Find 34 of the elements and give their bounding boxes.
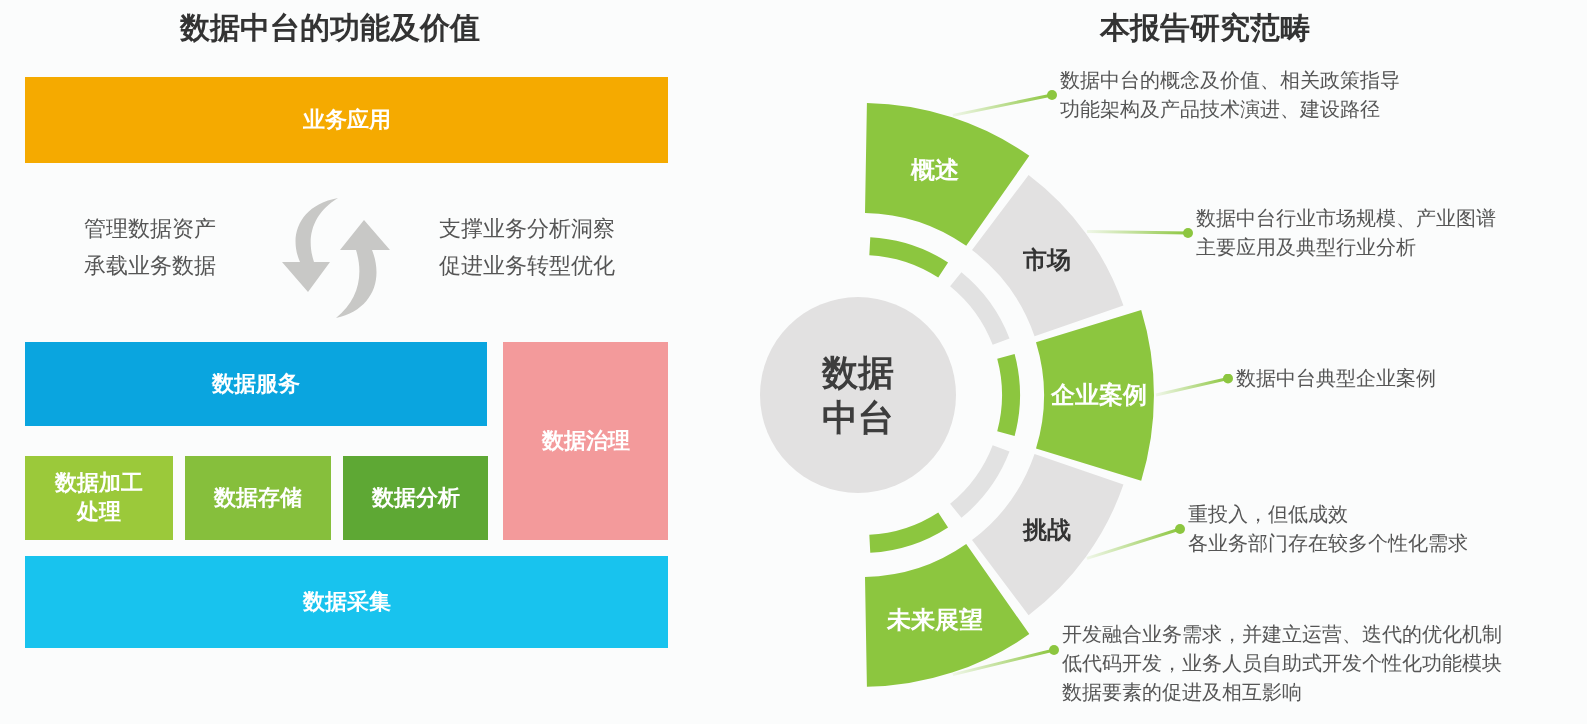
description-text: 数据中台行业市场规模、产业图谱 (1196, 205, 1496, 232)
leader-line (1155, 373, 1233, 397)
description-text: 重投入，但低成效 (1188, 501, 1349, 528)
layer-block: 业务应用 (25, 77, 668, 163)
layer-block: 数据采集 (25, 556, 668, 648)
module-block: 数据分析 (343, 456, 488, 540)
side-note: 促进业务转型优化 (439, 252, 615, 280)
sector-label: 企业案例 (1051, 380, 1147, 411)
sector-label: 概述 (911, 154, 960, 186)
leader-line (952, 90, 1057, 117)
layer-block: 数据服务 (25, 342, 487, 426)
layer-block: 数据治理 (503, 342, 668, 540)
description-text: 功能架构及产品技术演进、建设路径 (1060, 96, 1381, 123)
center-circle: 数据中台 (760, 297, 956, 493)
description-text: 开发融合业务需求，并建立运营、迭代的优化机制 (1062, 621, 1502, 648)
leader-line (952, 645, 1059, 677)
leader-line (1086, 228, 1193, 238)
side-note: 承载业务数据 (84, 252, 216, 280)
module-block: 数据加工处理 (25, 456, 173, 540)
heading: 本报告研究范畴 (1100, 8, 1310, 47)
module-block: 数据存储 (185, 456, 331, 540)
side-note: 管理数据资产 (84, 215, 216, 243)
sector-label: 未来展望 (887, 605, 984, 637)
description-text: 数据要素的促进及相互影响 (1062, 679, 1303, 706)
description-text: 数据中台典型企业案例 (1236, 365, 1436, 392)
sector-label: 挑战 (1023, 514, 1072, 546)
description-text: 数据中台的概念及价值、相关政策指导 (1060, 67, 1400, 94)
sector-label: 市场 (1023, 245, 1072, 277)
description-text: 低代码开发，业务人员自助式开发个性化功能模块 (1062, 650, 1502, 677)
side-note: 支撑业务分析洞察 (439, 215, 615, 243)
leader-line (1086, 524, 1185, 560)
description-text: 主要应用及典型行业分析 (1196, 234, 1417, 261)
heading: 数据中台的功能及价值 (180, 8, 480, 47)
description-text: 各业务部门存在较多个性化需求 (1188, 530, 1468, 557)
